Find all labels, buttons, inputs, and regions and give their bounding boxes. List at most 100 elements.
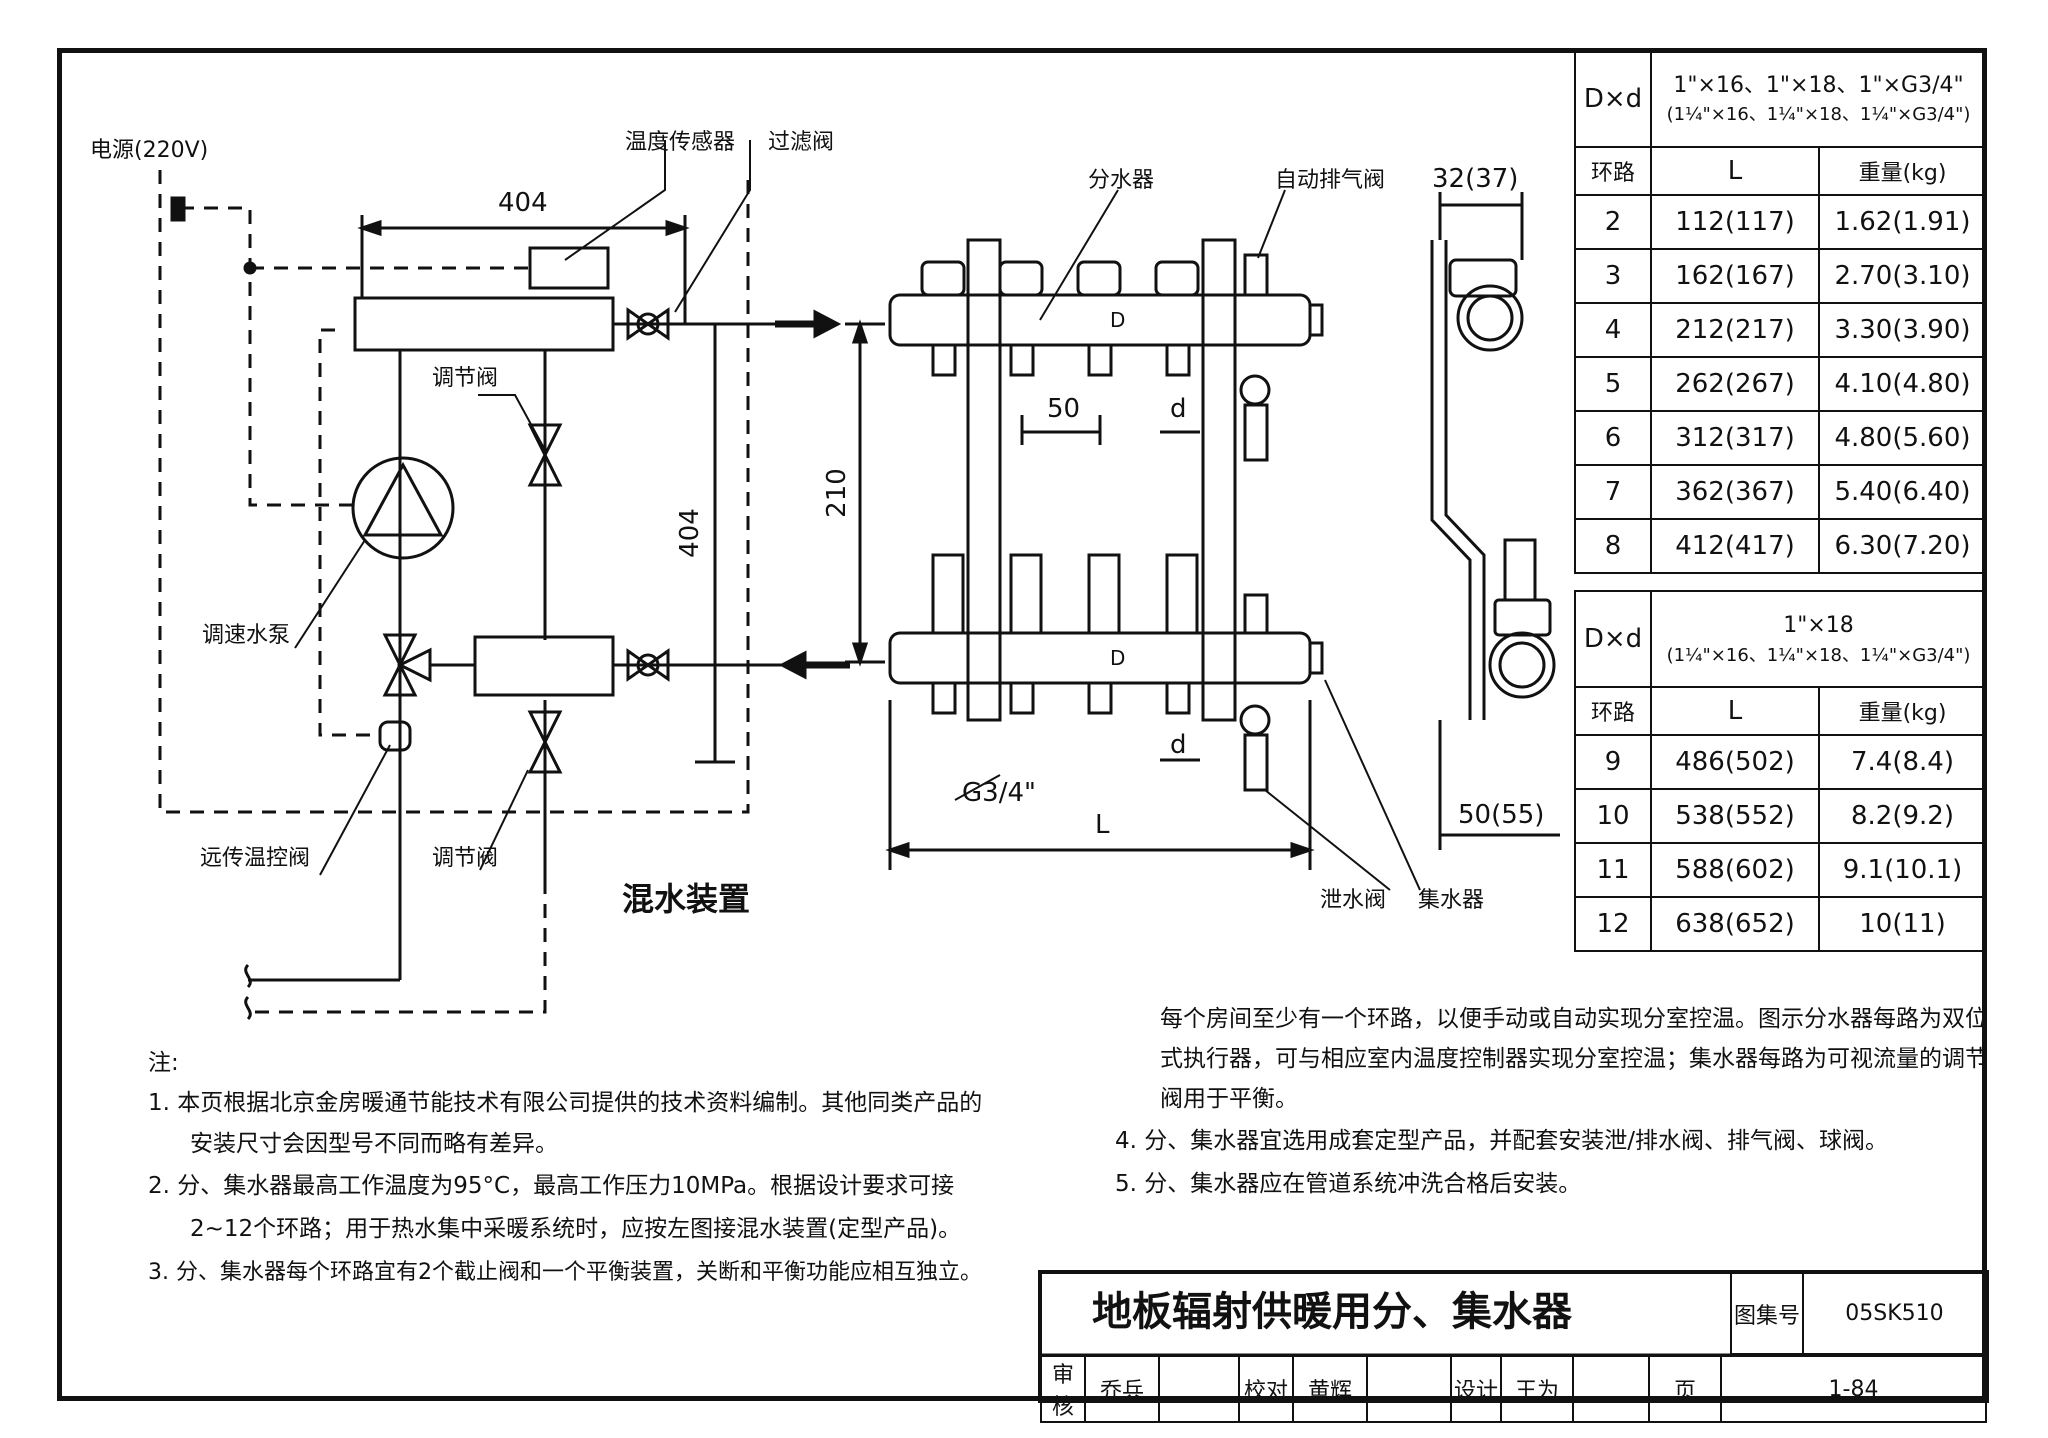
table2-dxd-line2: (1¼"×16、1¼"×18、1¼"×G3/4") [1666, 645, 1971, 666]
table1-header-weight: 重量(kg) [1818, 146, 1987, 196]
table1-cell: 3 [1574, 248, 1652, 304]
table2-cell: 11 [1574, 842, 1652, 898]
note-1b: 安装尺寸会因型号不同而略有差异。 [190, 1131, 558, 1157]
dim-d-top: d [1170, 394, 1187, 424]
table1-cell: 7 [1574, 464, 1652, 520]
designer-signature [1572, 1355, 1650, 1423]
filter-valve-icon [626, 307, 670, 341]
table2-cell: 7.4(8.4) [1818, 734, 1987, 790]
ball-valve-icon [626, 648, 670, 682]
page-label: 页 [1648, 1355, 1722, 1423]
drawing-title: 地板辐射供暖用分、集水器 [1092, 1289, 1572, 1335]
mixing-device-schematic [158, 140, 850, 1021]
power-label: 电源(220V) [90, 138, 209, 163]
table1-cell: 412(417) [1650, 518, 1820, 574]
d-mark-bottom: D [1110, 646, 1126, 670]
mixing-device-label: 混水装置 [622, 880, 751, 918]
pump-icon [351, 456, 455, 560]
table1-cell: 6.30(7.20) [1818, 518, 1987, 574]
table1-cell: 5.40(6.40) [1818, 464, 1987, 520]
table2-cell: 8.2(9.2) [1818, 788, 1987, 844]
checker-name: 黄辉 [1292, 1355, 1368, 1423]
thread-label: G3/4" [962, 778, 1036, 808]
signature-row: 审核 乔兵 校对 黄辉 设计 王为 页 1-84 [1040, 1355, 1987, 1423]
dim-L: L [1095, 810, 1110, 840]
table1-cell: 312(317) [1650, 410, 1820, 466]
notes-title: 注: [148, 1050, 179, 1076]
dim-50: 50 [1047, 394, 1081, 424]
atlas-number: 05SK510 [1802, 1272, 1987, 1355]
table1-cell: 362(367) [1650, 464, 1820, 520]
table1-cell: 2 [1574, 194, 1652, 250]
designer-name: 王为 [1500, 1355, 1574, 1423]
remote-valve-icon [378, 720, 412, 752]
table2-cell: 588(602) [1650, 842, 1820, 898]
note-1a: 1. 本页根据北京金房暖通节能技术有限公司提供的技术资料编制。其他同类产品的 [148, 1090, 983, 1116]
table1-cell: 4 [1574, 302, 1652, 358]
reviewer-signature [1158, 1355, 1240, 1423]
d-mark-top: D [1110, 308, 1126, 332]
table1-dxd-line1: 1"×16、1"×18、1"×G3/4" [1673, 73, 1964, 98]
pump-label: 调速水泵 [202, 623, 291, 648]
table1-cell: 112(117) [1650, 194, 1820, 250]
dim-404-horizontal: 404 [498, 188, 548, 218]
dim-side-top: 32(37) [1432, 164, 1519, 194]
table2-cell: 486(502) [1650, 734, 1820, 790]
table1-header-L: L [1650, 146, 1820, 196]
atlas-number-block: 图集号 05SK510 [1730, 1272, 1987, 1355]
table2-cell: 9 [1574, 734, 1652, 790]
spec-table-2: D×d 1"×18 (1¼"×16、1¼"×18、1¼"×G3/4") 环路 L… [1574, 590, 1987, 952]
temp-sensor-icon [528, 246, 610, 290]
note-2a: 2. 分、集水器最高工作温度为95°C，最高工作压力10MPa。根据设计要求可接 [148, 1173, 955, 1199]
check-label: 校对 [1238, 1355, 1294, 1423]
note-right-1: 每个房间至少有一个环路，以便手动或自动实现分室控温。图示分水器每路为双位 [1160, 1006, 1988, 1032]
regulating-valve-bottom-label: 调节阀 [432, 846, 499, 871]
remote-valve-label: 远传温控阀 [200, 846, 311, 871]
table1-cell: 1.62(1.91) [1818, 194, 1987, 250]
power-plug-icon [170, 196, 186, 222]
auto-vent-label: 自动排气阀 [1275, 168, 1386, 193]
bracket-left [966, 238, 1002, 722]
table1-cell: 4.80(5.60) [1818, 410, 1987, 466]
temp-sensor-label: 温度传感器 [625, 130, 736, 155]
table2-cell: 10(11) [1818, 896, 1987, 952]
table1-dxd-line2: (1¼"×16、1¼"×18、1¼"×G3/4") [1666, 103, 1971, 125]
design-label: 设计 [1450, 1355, 1502, 1423]
manifold-front-view [845, 189, 1421, 891]
collector-label: 集水器 [1418, 888, 1485, 913]
review-label: 审核 [1040, 1355, 1086, 1423]
table2-dxd-line1: 1"×18 [1783, 613, 1854, 638]
filter-valve-label: 过滤阀 [768, 130, 835, 155]
table2-header-weight: 重量(kg) [1818, 686, 1987, 736]
note-3: 3. 分、集水器每个环路宜有2个截止阀和一个平衡装置，关断和平衡功能应相互独立。 [148, 1260, 982, 1285]
dim-d-bottom: d [1170, 730, 1187, 760]
table2-cell: 12 [1574, 896, 1652, 952]
regulating-valve-top-label: 调节阀 [432, 366, 499, 391]
regulating-valve-top-icon [527, 423, 563, 487]
table2-header-loop: 环路 [1574, 686, 1652, 736]
distributor-label: 分水器 [1088, 168, 1155, 193]
table1-cell: 212(217) [1650, 302, 1820, 358]
page-number: 1-84 [1720, 1355, 1987, 1423]
note-right-2: 式执行器，可与相应室内温度控制器实现分室控温；集水器每路为可视流量的调节 [1160, 1046, 1988, 1072]
regulating-valve-bottom-icon [527, 710, 563, 774]
table1-cell: 3.30(3.90) [1818, 302, 1987, 358]
table1-cell: 2.70(3.10) [1818, 248, 1987, 304]
table1-cell: 162(167) [1650, 248, 1820, 304]
table1-cell: 5 [1574, 356, 1652, 412]
table2-cell: 9.1(10.1) [1818, 842, 1987, 898]
table1-header-loop: 环路 [1574, 146, 1652, 196]
table1-cell: 6 [1574, 410, 1652, 466]
